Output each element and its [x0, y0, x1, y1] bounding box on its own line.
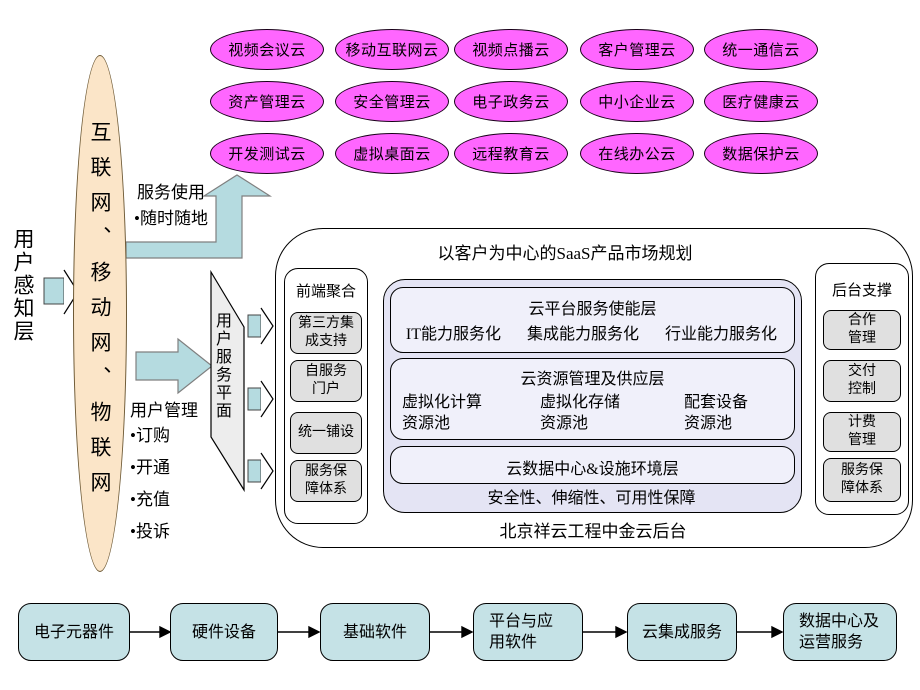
- cloud-bubble: 客户管理云: [580, 29, 694, 70]
- plane-arrow-icon: [247, 307, 274, 345]
- back-item-assurance: 服务保 障体系: [823, 458, 901, 502]
- front-item-unified: 统一铺设: [290, 412, 362, 454]
- cloud-bubble: 虚拟桌面云: [335, 133, 449, 174]
- plane-arrow-icon: [247, 380, 274, 418]
- chain-box-hardware: 硬件设备: [170, 603, 278, 661]
- service-use-bullets: •随时随地: [134, 209, 208, 228]
- enable-item: 行业能力服务化: [665, 326, 778, 343]
- pool-compute: 虚拟化计算 资源池: [402, 394, 483, 432]
- pool-equipment: 配套设备 资源池: [684, 394, 749, 432]
- cloud-bubble: 安全管理云: [335, 81, 449, 122]
- back-item-billing: 计费 管理: [823, 412, 901, 452]
- datacenter-layer-box: 云数据中心&设施环境层: [390, 446, 795, 484]
- enable-item: IT能力服务化: [405, 326, 502, 343]
- cloud-bubble: 开发测试云: [210, 133, 324, 174]
- resource-layer-title: 云资源管理及供应层: [520, 371, 665, 388]
- front-item-assurance: 服务保 障体系: [290, 460, 362, 502]
- chain-box-cloud-integration: 云集成服务: [627, 603, 737, 661]
- enable-layer-items: IT能力服务化 集成能力服务化 行业能力服务化: [390, 320, 793, 344]
- service-use-title: 服务使用: [137, 183, 205, 202]
- backend-footer-label: 北京祥云工程中金云后台: [499, 522, 687, 541]
- big-right-arrow-icon: [135, 337, 213, 395]
- back-support-title: 后台支撑: [831, 283, 892, 299]
- resource-layer-box: 云资源管理及供应层: [390, 358, 795, 440]
- network-label: 互联网、移动网、物联网: [88, 121, 112, 506]
- chain-box-components: 电子元器件: [18, 603, 130, 661]
- chain-box-basic-software: 基础软件: [320, 603, 430, 661]
- user-mgmt-bullets: •订购 •开通 •充值 •投诉: [130, 426, 170, 541]
- enable-layer-box: 云平台服务使能层: [390, 287, 795, 353]
- enable-item: 集成能力服务化: [527, 326, 640, 343]
- network-ellipse: 互联网、移动网、物联网: [73, 55, 127, 572]
- back-item-delivery: 交付 控制: [823, 360, 901, 402]
- cloud-bubble: 统一通信云: [704, 29, 818, 70]
- cloud-bubble: 医疗健康云: [704, 81, 818, 122]
- cloud-bubble: 移动互联网云: [335, 29, 449, 70]
- pool-storage: 虚拟化存储 资源池: [540, 394, 621, 432]
- assurance-label: 安全性、伸缩性、可用性保障: [487, 490, 696, 507]
- front-aggregation-title: 前端聚合: [295, 284, 356, 300]
- saas-market-title: 以客户为中心的SaaS产品市场规划: [437, 244, 693, 263]
- cloud-bubble: 视频点播云: [454, 29, 568, 70]
- cloud-bubble: 视频会议云: [210, 29, 324, 70]
- front-item-self-portal: 自服务 门户: [290, 360, 362, 402]
- front-item-third-party: 第三方集 成支持: [290, 312, 362, 354]
- user-service-plane-label: 用户服务平面: [213, 312, 230, 420]
- cloud-bubble: 远程教育云: [454, 133, 568, 174]
- enable-layer-title: 云平台服务使能层: [528, 301, 657, 318]
- cloud-bubble: 在线办公云: [580, 133, 694, 174]
- cloud-bubble: 资产管理云: [210, 81, 324, 122]
- cloud-bubble: 数据保护云: [704, 133, 818, 174]
- datacenter-layer-title: 云数据中心&设施环境层: [506, 461, 679, 478]
- chain-box-datacenter-ops: 数据中心及 运营服务: [783, 603, 897, 661]
- chain-box-platform-app: 平台与应 用软件: [473, 603, 583, 661]
- back-item-cooperation: 合作 管理: [823, 310, 901, 350]
- user-perception-layer-label: 用户感知层: [11, 228, 35, 343]
- cloud-bubble: 电子政务云: [454, 81, 568, 122]
- plane-arrow-icon: [247, 452, 274, 490]
- user-mgmt-title: 用户管理: [130, 401, 198, 420]
- cloud-bubble: 中小企业云: [580, 81, 694, 122]
